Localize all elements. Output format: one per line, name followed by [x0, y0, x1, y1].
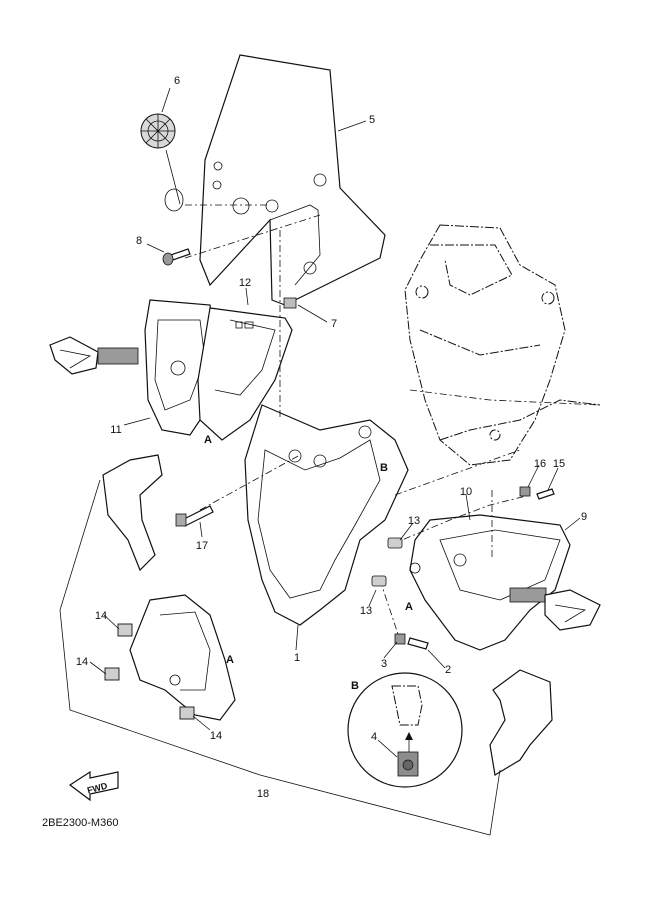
collar-part-13b	[371, 575, 387, 587]
collar-part-13a	[387, 537, 403, 549]
bolt-part-15	[536, 488, 555, 500]
clip-part-14c	[179, 706, 195, 720]
group-bracket-18	[59, 479, 501, 836]
washer-part-3	[394, 633, 406, 645]
fwd-arrow-icon	[68, 770, 119, 802]
inner-panel-assembly	[129, 594, 236, 721]
assembly-line	[199, 454, 301, 511]
assembly-line	[394, 449, 521, 496]
screw-part-17	[175, 505, 214, 527]
callout-8: 8	[136, 235, 142, 247]
frame-stay	[404, 224, 601, 466]
diagram-code: 2BE2300-M360	[42, 817, 118, 829]
nut-part-7	[283, 297, 297, 309]
callout-1: 1	[294, 652, 300, 664]
callout-11: 11	[110, 424, 121, 436]
callout-2: 2	[445, 664, 451, 676]
grommet-part	[164, 188, 184, 212]
bolt-part-2	[407, 637, 429, 650]
assembly-line	[389, 494, 531, 546]
side-panel-left-part-18	[102, 454, 163, 572]
callout-17: 17	[196, 540, 208, 552]
callout-4: 4	[371, 731, 377, 743]
callout-13a: 13	[408, 515, 420, 527]
headlight-part-9	[409, 514, 571, 651]
windshield-part	[199, 54, 386, 306]
callout-3: 3	[381, 658, 387, 670]
clip-part-14b	[104, 667, 120, 681]
part-number-labels: 6 5 8 12 7 11 1 9 10 13 13 16 15 17 3 2 …	[42, 75, 587, 829]
emblem-part	[140, 113, 176, 149]
left-bracket-part-12	[197, 307, 293, 441]
callout-7: 7	[331, 318, 337, 330]
washer-part-16	[519, 486, 531, 497]
callout-14a: 14	[95, 610, 107, 622]
clip-part-14a	[117, 623, 133, 637]
callout-18: 18	[257, 788, 269, 800]
callout-9: 9	[581, 511, 587, 523]
ref-letter-a-left: A	[204, 434, 212, 446]
right-turn-signal	[509, 587, 601, 631]
callout-14b: 14	[76, 656, 88, 668]
assembly-line	[379, 579, 401, 641]
assembly-line	[184, 214, 321, 259]
side-panel-right-part-18	[489, 669, 553, 776]
callout-14c: 14	[210, 730, 222, 742]
callout-6: 6	[174, 75, 180, 87]
ref-letter-a-right: A	[405, 601, 413, 613]
detail-b-label: B	[351, 680, 359, 692]
callout-13b: 13	[360, 605, 372, 617]
callout-10: 10	[460, 486, 472, 498]
callout-5: 5	[369, 114, 375, 126]
detail-b-circle	[347, 672, 463, 788]
callout-16: 16	[534, 458, 546, 470]
callout-12: 12	[239, 277, 251, 289]
callout-15: 15	[553, 458, 565, 470]
screw-part-8	[162, 248, 191, 266]
ref-letter-b-cowl: B	[380, 462, 388, 474]
assembly-line	[409, 389, 601, 406]
front-cowl-part-1	[244, 404, 409, 626]
leader-lines	[89, 87, 581, 758]
left-turn-signal	[49, 336, 139, 375]
ref-letter-a-lower: A	[226, 654, 234, 666]
